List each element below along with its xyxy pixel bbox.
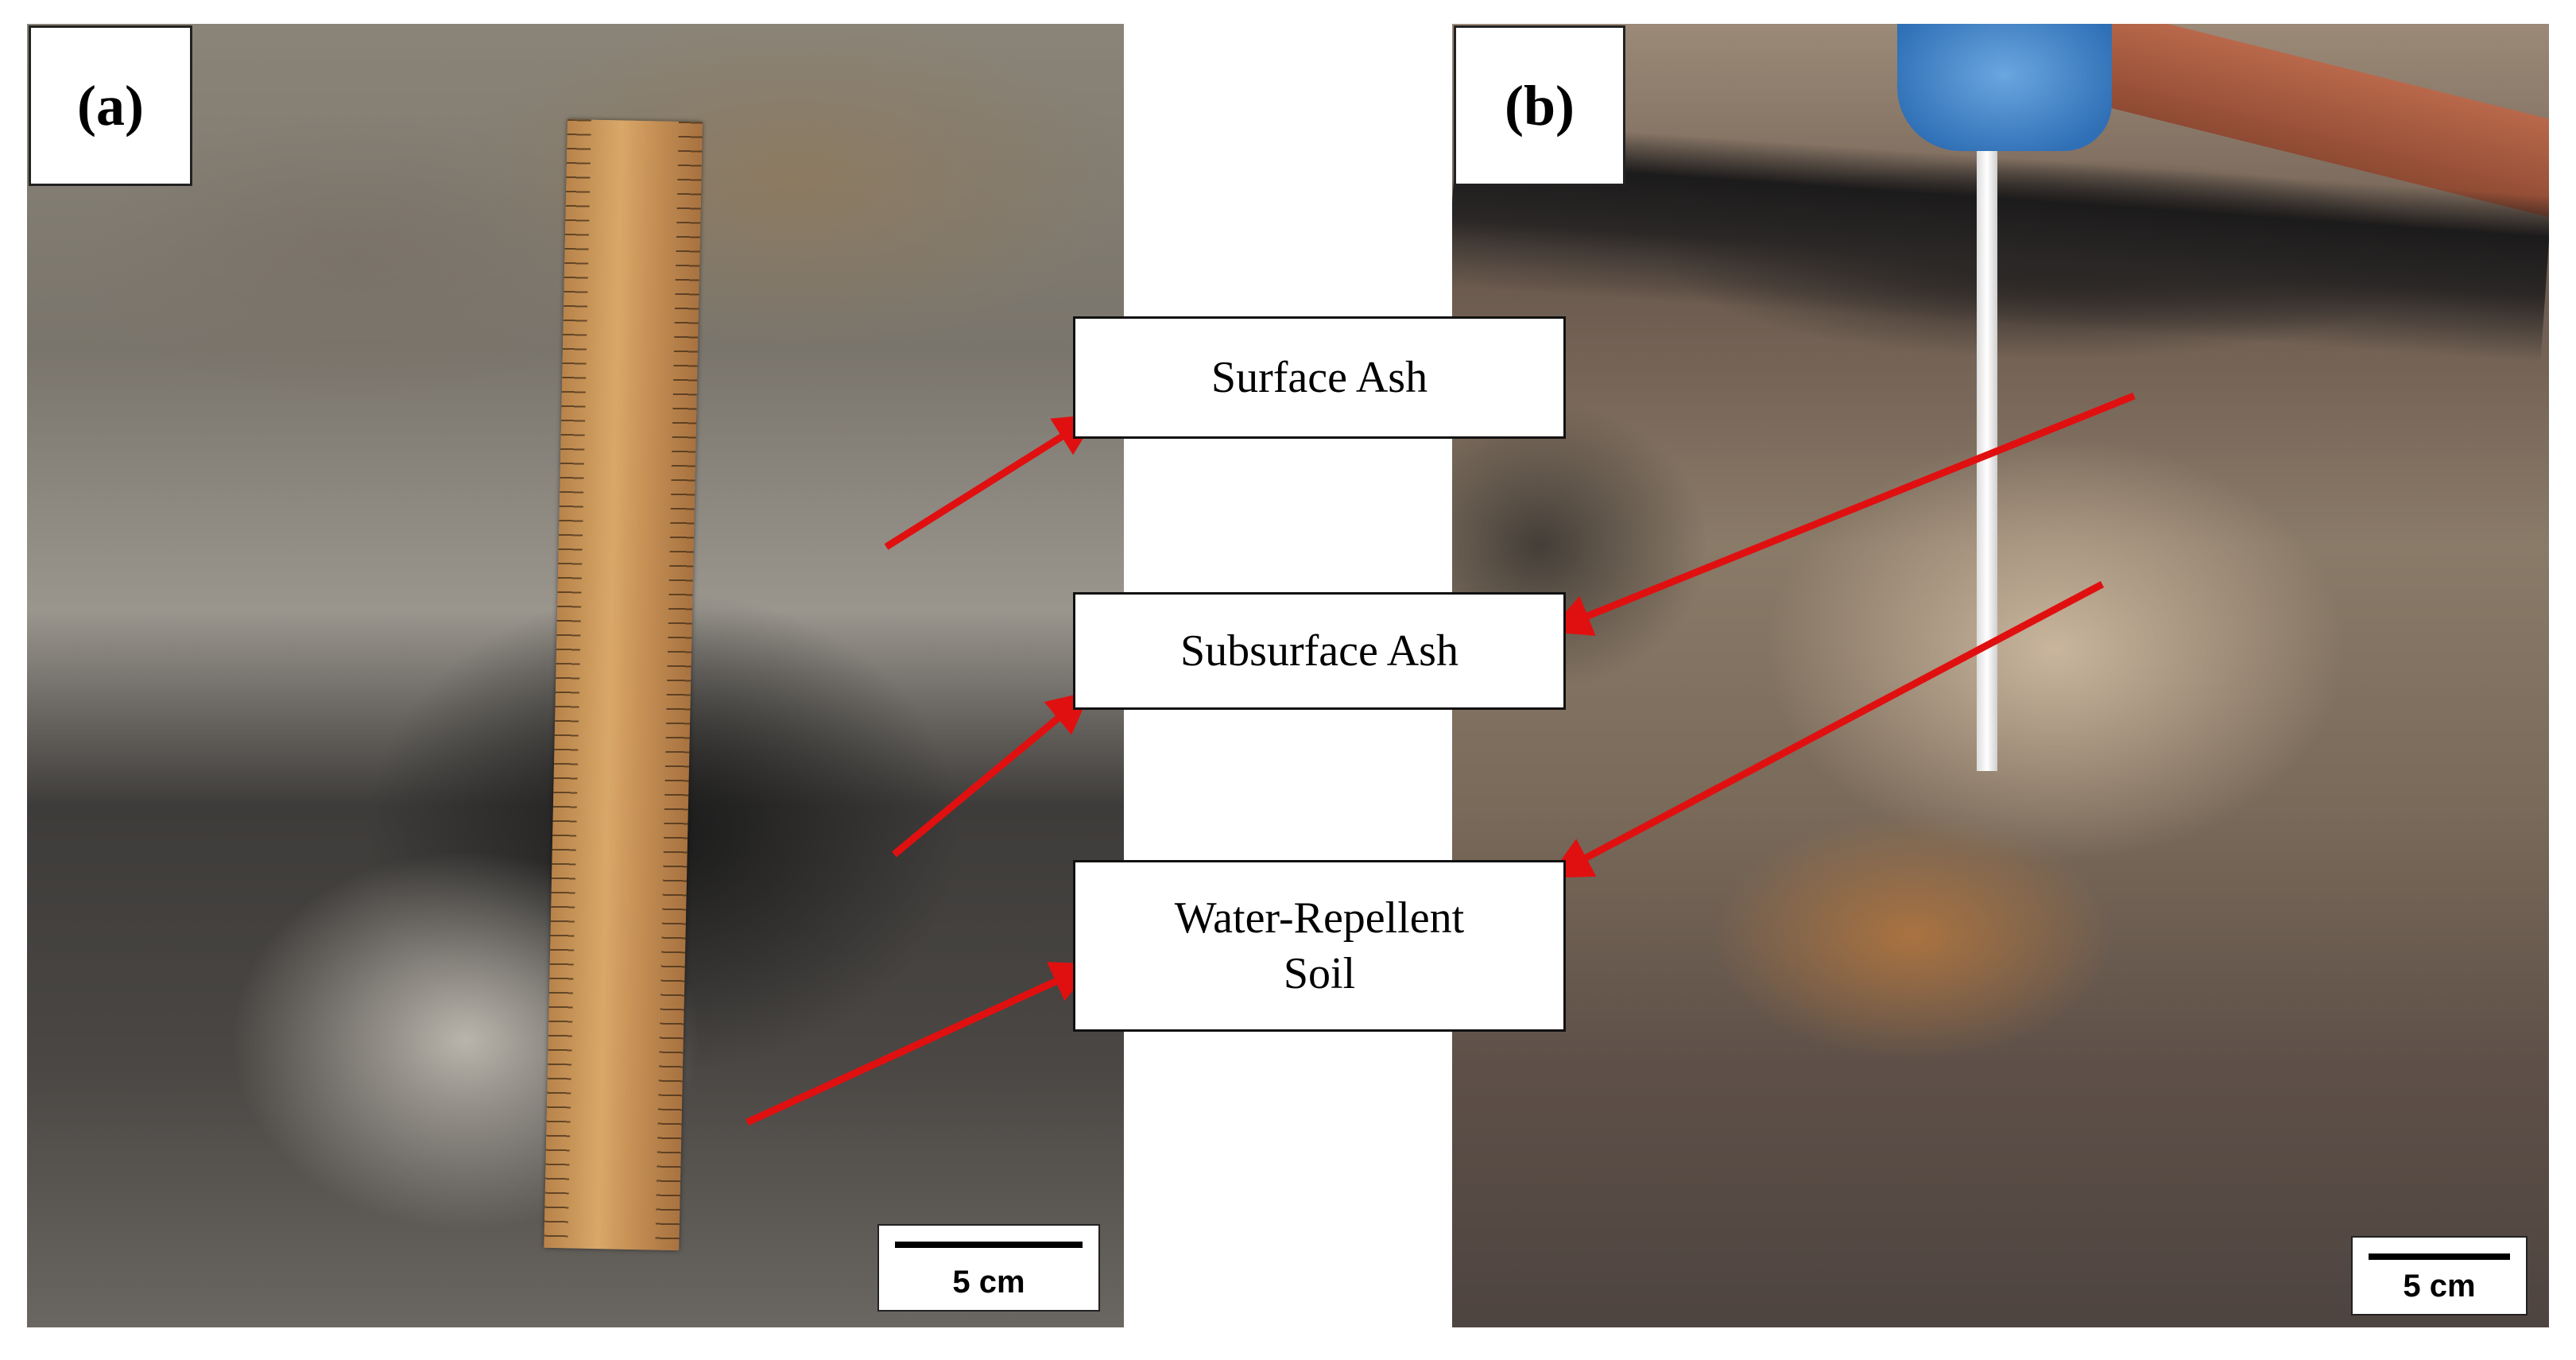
scale-bar-a: 5 cm: [877, 1224, 1100, 1312]
scale-bar-line: [895, 1242, 1083, 1248]
callout-subsurface-ash-text: Subsurface Ash: [1180, 626, 1458, 676]
scale-bar-label: 5 cm: [2403, 1269, 2476, 1304]
callout-water-repellent-soil: Water-Repellent Soil: [1073, 860, 1566, 1032]
callout-surface-ash: Surface Ash: [1073, 316, 1566, 439]
photo-panel-a: [27, 24, 1124, 1327]
panel-label-a: (a): [29, 25, 192, 186]
callout-water-repellent-line1: Water-Repellent: [1174, 893, 1465, 943]
panel-label-b: (b): [1454, 25, 1625, 186]
wooden-ruler: [544, 119, 703, 1251]
scale-bar-label: 5 cm: [952, 1265, 1025, 1300]
callout-water-repellent-line2: Soil: [1283, 949, 1356, 998]
blue-glove: [1897, 24, 2112, 151]
scale-bar-line: [2369, 1253, 2510, 1260]
photo-panel-b: [1452, 24, 2549, 1327]
callout-surface-ash-text: Surface Ash: [1211, 353, 1428, 402]
scale-bar-b: 5 cm: [2351, 1236, 2528, 1315]
callout-subsurface-ash: Subsurface Ash: [1073, 592, 1566, 710]
